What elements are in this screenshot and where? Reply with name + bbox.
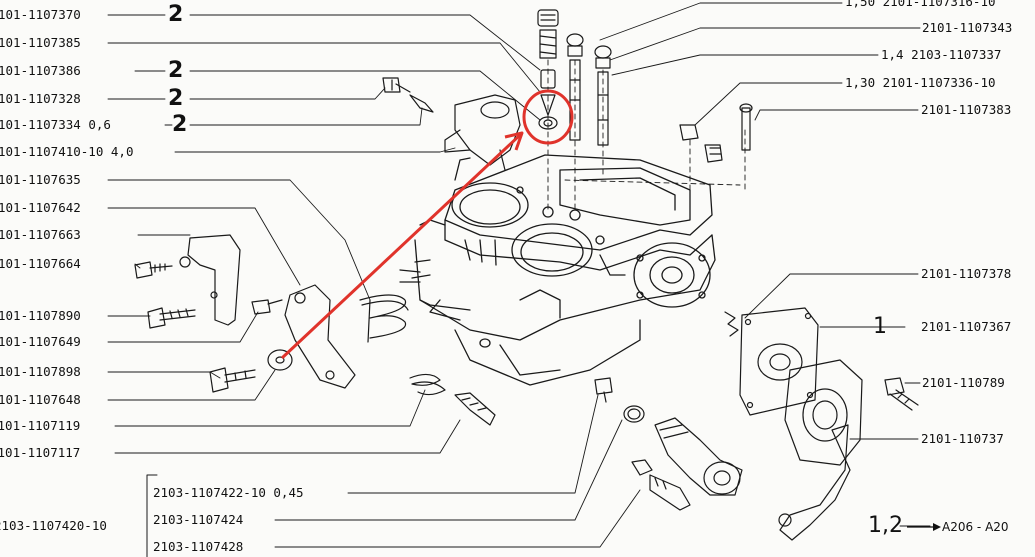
group-bracket (146, 474, 158, 557)
callout-101-1107642: 101-1107642 (0, 200, 81, 215)
callout-2101-1107383: 2101-1107383 (921, 102, 1012, 117)
callout-101-1107328: 101-1107328 (0, 91, 81, 106)
callout-101-1107334: 101-1107334 0,6 (0, 118, 111, 132)
left-parts (134, 77, 521, 426)
part-spec: 0,6 (88, 117, 111, 132)
footnote-text: A206 - A20 (942, 520, 1009, 534)
bottom-parts (594, 377, 743, 511)
callout-101-1107386: 101-1107386 (0, 63, 81, 78)
right-parts (724, 307, 919, 541)
callout-2101-1107316-10: 1,50 2101-1107316-10 (845, 0, 996, 9)
callout-2101-1107378: 2101-1107378 (921, 266, 1012, 281)
footnote-mark: 1,2 (868, 513, 903, 538)
callout-101-1107648: 101-1107648 (0, 392, 81, 407)
callout-101-1107890: 101-1107890 (0, 308, 81, 323)
part-spec: 4,0 (110, 144, 134, 159)
right-leader-lines (599, 2, 931, 527)
footnote-arrow-icon (907, 523, 941, 531)
callout-101-1107635: 101-1107635 (0, 172, 81, 187)
group-item-2103-1107424: 2103-1107424 (153, 512, 244, 527)
red-annotation (280, 89, 574, 360)
qty-101-1107370: 2 (168, 2, 184, 27)
qty-101-1107328: 2 (168, 86, 184, 111)
callout-2101-1107119: 2101-1107119 (0, 418, 81, 433)
qty-101-1107386: 2 (168, 58, 184, 83)
callout-101-1107410-10: 101-1107410-10 4,0 (0, 145, 133, 159)
part-number: 101-1107334 (0, 117, 81, 132)
qty-2101-1107367: 1 (873, 314, 887, 339)
group-parent-2103-1107420-10: 2103-1107420-10 (0, 518, 107, 533)
qty-101-1107334: 2 (172, 112, 188, 137)
callout-101-1107664: 101-1107664 (0, 256, 81, 271)
callout-101-1107898: 101-1107898 (0, 364, 81, 379)
highlight-arrow-head (504, 131, 524, 151)
highlight-circle (522, 89, 574, 145)
callout-101-1107385: 101-1107385 (0, 35, 81, 50)
callout-2101-1107336-10: 1,30 2101-1107336-10 (845, 75, 996, 90)
jets-top (537, 9, 753, 163)
carburetor-body (399, 154, 716, 386)
callout-2101-1107367: 2101-1107367 (921, 319, 1012, 334)
callout-101-1107663: 101-1107663 (0, 227, 81, 242)
callout-2101-110737: 2101-110737 (921, 431, 1004, 446)
callout-2103-1107337: 1,4 2103-1107337 (881, 47, 1002, 62)
left-leader-lines (107, 14, 641, 548)
group-item-2103-1107428: 2103-1107428 (153, 539, 244, 554)
part-number: 101-1107410-10 (0, 144, 104, 159)
group-item-2103-1107422-10: 2103-1107422-10 0,45 (153, 485, 304, 500)
callout-2101-1107117: 2101-1107117 (0, 445, 81, 460)
callout-101-1107649: 101-1107649 (0, 334, 81, 349)
callout-2101-110789: 2101-110789 (922, 375, 1005, 390)
callout-101-1107370: 101-1107370 (0, 7, 81, 22)
callout-2101-1107343: 2101-1107343 (922, 20, 1013, 35)
assembly-axes (547, 59, 746, 211)
highlight-arrow-shaft (280, 133, 522, 360)
